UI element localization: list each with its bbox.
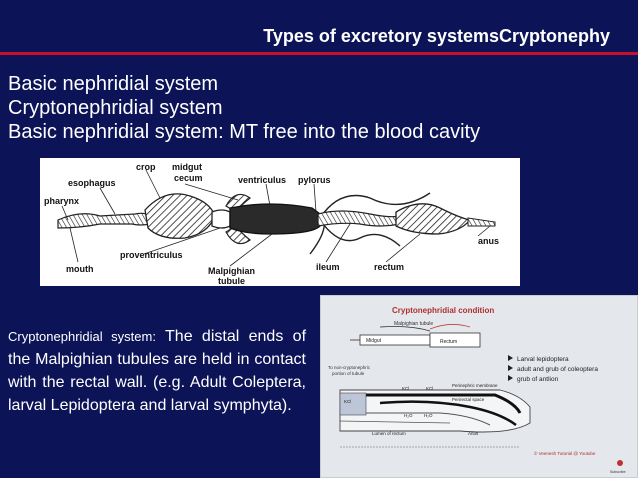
label-pharynx: pharynx [44, 196, 79, 206]
slide-title: Types of excretory systemsCryptonephy [263, 26, 610, 46]
label-midgut: midgut [172, 162, 202, 172]
rectum-shape [395, 203, 472, 235]
label-mouth: mouth [66, 264, 94, 274]
label-malpighian-tubule: Malpighian tubule [394, 321, 433, 327]
crypto-title: Cryptonephridial condition [392, 306, 494, 315]
label-kcl-3: KCl [344, 399, 351, 404]
subscribe-icon [617, 460, 623, 466]
label-non-crypto-1: To non-cryptonephric [328, 365, 371, 370]
label-cecum: cecum [174, 173, 203, 183]
ventriculus-shape [229, 203, 321, 235]
label-lumen: Lumen of rectum [372, 431, 406, 436]
label-malpighian: Malpighian [208, 266, 255, 276]
label-crop: crop [136, 162, 156, 172]
label-rectum: Rectum [440, 339, 457, 345]
ileum-shape [317, 210, 401, 227]
label-anus: Anus [468, 431, 479, 436]
crop-shape [144, 193, 216, 239]
bullet-item: Basic nephridial system: MT free into th… [8, 121, 481, 143]
label-anus: anus [478, 236, 499, 246]
label-esophagus: esophagus [68, 178, 116, 188]
subscribe-text: Subscribe [610, 470, 626, 474]
credit-text: © Veenesh Tutorial @ Youtube [534, 450, 596, 456]
label-proventriculus: proventriculus [120, 250, 183, 260]
label-h2o-1: H₂O [404, 413, 413, 418]
esophagus-shape [57, 212, 151, 229]
label-kcl-2: KCl [426, 386, 433, 391]
list-item: Larval lepidoptera [517, 356, 569, 363]
label-pylorus: pylorus [298, 175, 331, 185]
malpighian-tubule-shape [319, 192, 431, 219]
proventriculus-shape [211, 209, 231, 229]
title-rule [0, 52, 638, 55]
bullet-item: Cryptonephridial system [8, 97, 223, 119]
list-item: adult and grub of coleoptera [517, 366, 598, 373]
label-perinephric: Perinephric membrane [452, 383, 498, 388]
cryptonephridial-description: Cryptonephridial system: The distal ends… [8, 325, 306, 417]
gut-diagram: crop midgut cecum esophagus ventriculus … [40, 158, 520, 286]
cryptonephridial-figure: Cryptonephridial condition Malpighian tu… [320, 295, 638, 478]
label-rectum: rectum [374, 262, 404, 272]
bullet-item: Basic nephridial system [8, 73, 219, 95]
list-item: grub of antlion [517, 376, 559, 383]
bullet-list: Basic nephridial system Cryptonephridial… [8, 72, 480, 144]
label-tubule: tubule [218, 276, 245, 286]
label-ileum: ileum [316, 262, 340, 272]
label-ventriculus: ventriculus [238, 175, 286, 185]
label-h2o-2: H₂O [424, 413, 433, 418]
rectum-box [429, 332, 481, 348]
label-kcl-1: KCl [402, 386, 409, 391]
label-non-crypto-2: portion of tubule [332, 371, 365, 376]
label-midgut: Midgut [366, 338, 382, 344]
paragraph-lead: Cryptonephridial system: [8, 329, 156, 344]
paragraph-body: The distal ends of the Malpighian tubule… [8, 328, 307, 414]
label-perirectal: Perirectal space [452, 397, 485, 402]
